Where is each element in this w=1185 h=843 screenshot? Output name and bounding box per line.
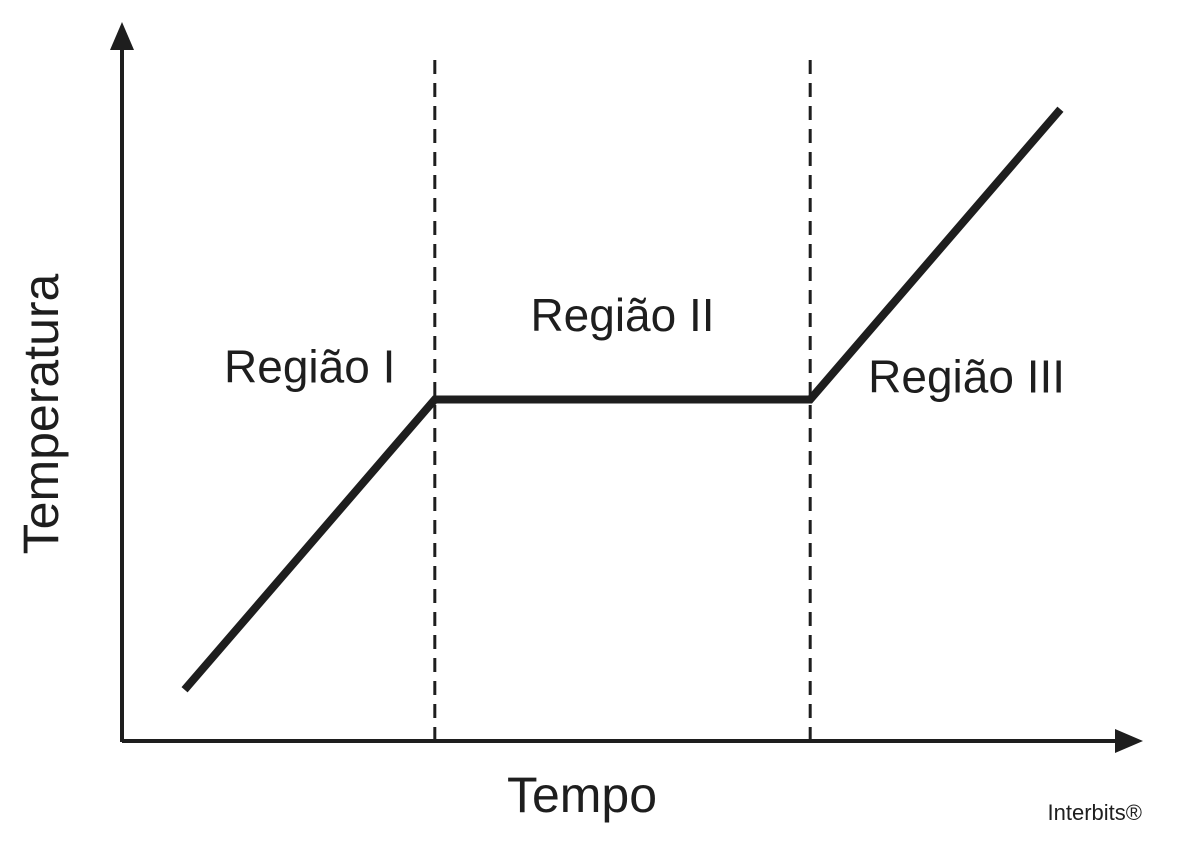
axes <box>110 22 1143 753</box>
region-label-3: Região III <box>868 351 1065 403</box>
region-label-1: Região I <box>224 340 395 392</box>
x-axis-arrow <box>1115 729 1143 753</box>
x-axis-title: Tempo <box>507 767 657 823</box>
series-layer <box>181 106 1064 693</box>
y-axis-title: Temperatura <box>13 273 69 554</box>
region-label-2: Região II <box>530 289 714 341</box>
y-axis-arrow <box>110 22 134 50</box>
watermark-text: Interbits® <box>1048 800 1142 825</box>
series-line-1 <box>181 106 1064 693</box>
region-labels: Região I Região II Região III <box>224 289 1065 402</box>
